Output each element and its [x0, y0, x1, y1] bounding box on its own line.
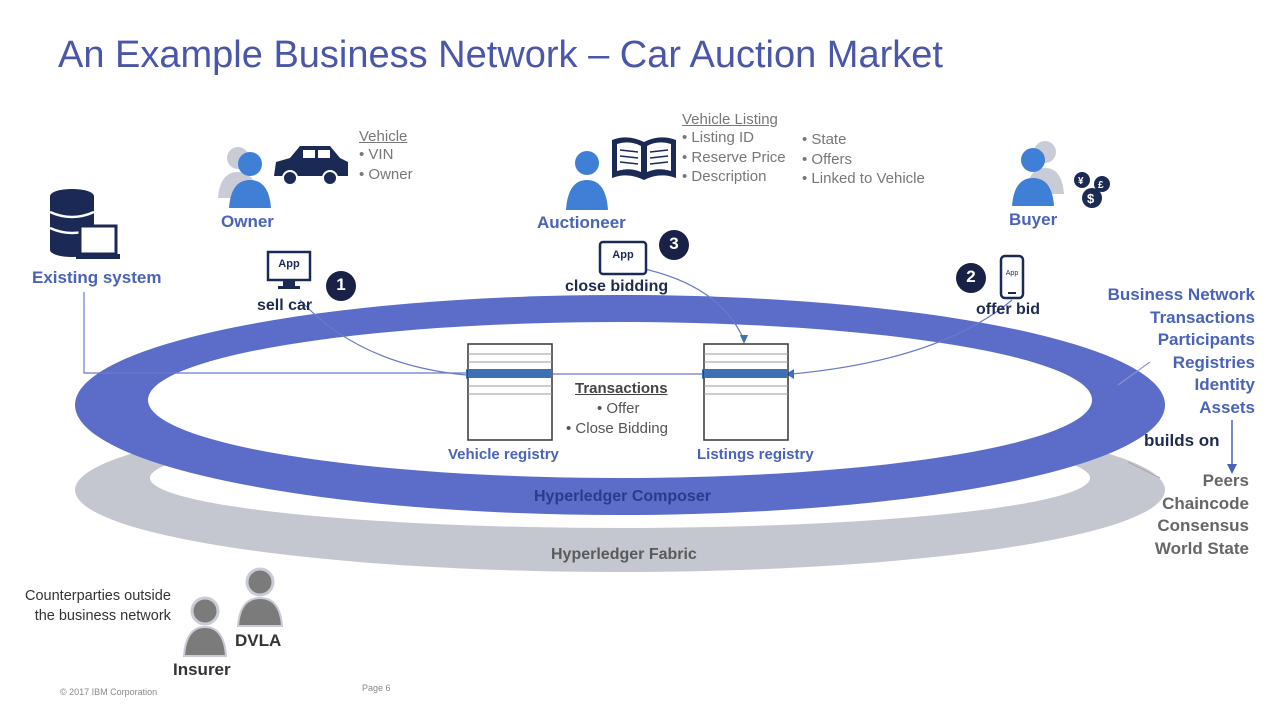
page-number: Page 6	[362, 683, 391, 693]
fabric-ring-label: Hyperledger Fabric	[551, 546, 697, 563]
fabric-concept: Peers	[1202, 471, 1249, 490]
auctioneer-app-icon	[598, 240, 648, 276]
composer-concept: Identity	[1194, 375, 1255, 394]
auctioneer-label: Auctioneer	[537, 213, 626, 232]
transactions-heading: Transactions	[575, 380, 668, 397]
transactions-list-2: Close Bidding	[566, 419, 668, 439]
database-laptop-icon	[49, 189, 120, 259]
owner-app-label: App	[278, 258, 300, 270]
listings-registry-icon	[703, 343, 789, 441]
owner-person-icon	[218, 147, 271, 208]
composer-concept: Assets	[1199, 397, 1255, 417]
fabric-concepts-list: Peers Chaincode Consensus World State	[1155, 470, 1249, 560]
fabric-concept: Consensus	[1157, 516, 1249, 535]
book-icon	[612, 137, 676, 180]
currency-icon: ¥ £ $	[1074, 172, 1110, 208]
owner-label: Owner	[221, 212, 274, 231]
buyer-app-label: App	[1005, 270, 1019, 277]
step-badge-1	[326, 271, 356, 301]
transaction-item: Close Bidding	[566, 419, 668, 439]
step-label-offer-bid: offer bid	[976, 301, 1040, 318]
copyright-footer: © 2017 IBM Corporation	[60, 687, 158, 697]
insurer-label: Insurer	[173, 660, 231, 679]
auctioneer-person-icon	[566, 151, 608, 210]
listing-asset-info-col2: State Offers Linked to Vehicle	[802, 130, 925, 189]
slide-title: An Example Business Network – Car Auctio…	[58, 34, 943, 76]
fabric-concept: Chaincode	[1162, 493, 1249, 513]
car-icon	[274, 146, 348, 186]
builds-on-label: builds on	[1144, 431, 1220, 450]
listing-attr: Offers	[802, 150, 925, 170]
step-badge-2	[956, 263, 986, 293]
buyer-phone-icon	[999, 254, 1025, 300]
svg-text:¥: ¥	[1078, 176, 1084, 187]
counterparties-caption-line: Counterparties outside	[25, 588, 171, 604]
vehicle-registry-icon	[467, 343, 553, 441]
step-number-2: 2	[966, 267, 976, 286]
composer-concept: Transactions	[1150, 307, 1255, 327]
buyer-person-icon	[1012, 141, 1064, 206]
listing-heading: Vehicle Listing	[682, 111, 778, 128]
step-badge-3	[659, 230, 689, 260]
vehicle-registry-label: Vehicle registry	[448, 446, 559, 463]
listing-attr: Reserve Price	[682, 148, 785, 168]
counterparties-caption-line: the business network	[34, 607, 171, 624]
composer-concept: Registries	[1172, 352, 1255, 372]
connector-lines	[83, 267, 1233, 479]
owner-app-icon	[266, 250, 312, 289]
existing-system-label: Existing system	[32, 268, 162, 287]
composer-concept: Business Network	[1107, 285, 1255, 304]
step-number-1: 1	[336, 275, 346, 294]
listing-attr: Description	[682, 167, 786, 187]
transaction-item: Offer	[597, 399, 639, 419]
listing-attr: Linked to Vehicle	[802, 169, 924, 189]
fabric-concept: World State	[1154, 538, 1249, 558]
auctioneer-app-label: App	[612, 249, 634, 261]
transactions-list: Offer	[597, 399, 639, 419]
dvla-person-icon	[236, 567, 284, 627]
vehicle-asset-info: Vehicle VIN Owner	[359, 128, 413, 184]
listing-attr: Listing ID	[682, 128, 786, 148]
step-number-3: 3	[669, 234, 679, 253]
dvla-label: DVLA	[235, 631, 282, 650]
step-label-close-bidding: close bidding	[565, 278, 669, 295]
vehicle-attr: VIN	[359, 145, 413, 165]
insurer-person-icon	[182, 596, 228, 657]
listings-registry-label: Listings registry	[697, 446, 814, 463]
composer-concept: Participants	[1157, 330, 1255, 349]
counterparties-caption: Counterparties outside the business netw…	[25, 587, 171, 626]
buyer-label: Buyer	[1009, 210, 1058, 229]
vehicle-heading: Vehicle	[359, 128, 408, 145]
svg-text:£: £	[1098, 180, 1104, 191]
composer-ring-label: Hyperledger Composer	[534, 488, 711, 505]
listing-asset-info: Vehicle Listing Listing ID Reserve Price…	[682, 111, 786, 187]
step-label-sell-car: sell car	[257, 297, 313, 314]
vehicle-attr: Owner	[359, 165, 412, 185]
listing-attr: State	[802, 130, 925, 150]
composer-concepts-list: Business Network Transactions Participan…	[1108, 284, 1255, 419]
svg-text:$: $	[1087, 191, 1095, 206]
